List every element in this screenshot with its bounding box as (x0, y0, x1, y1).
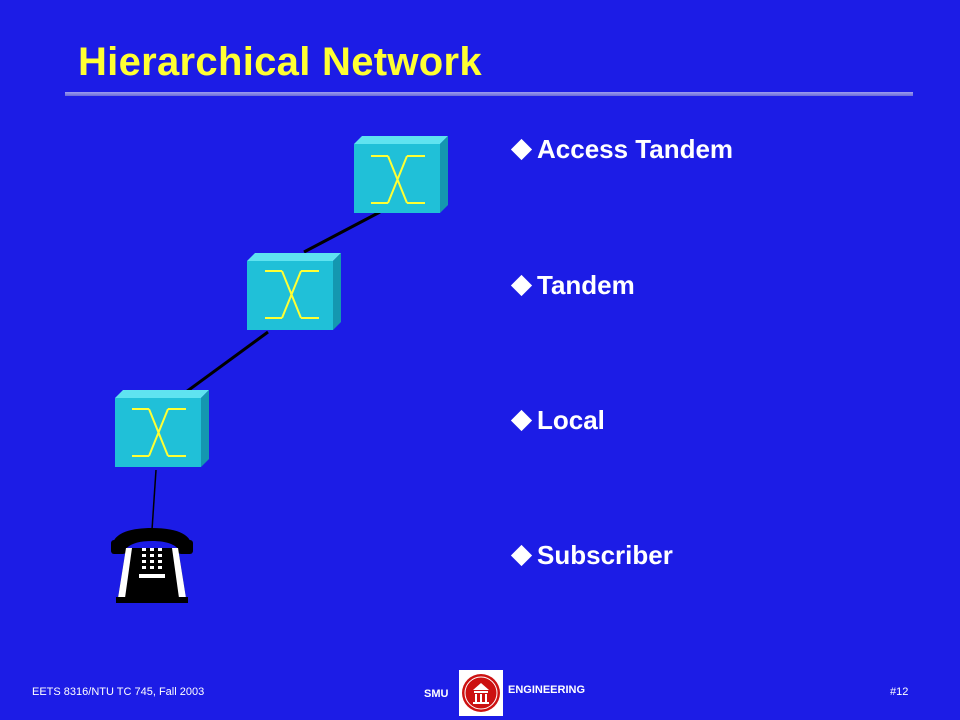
diamond-bullet-icon (510, 275, 533, 297)
bullet-local: Local (509, 405, 605, 436)
telephone-icon (111, 528, 193, 603)
diamond-bullet-icon (510, 545, 533, 567)
link-tandem-to-local (185, 330, 269, 394)
bullet-label: Access Tandem (537, 134, 734, 164)
bullet-access-tandem: Access Tandem (509, 134, 733, 165)
smu-logo (459, 670, 503, 716)
bullet-label: Tandem (537, 270, 635, 300)
bullet-subscriber: Subscriber (509, 540, 673, 571)
footer-engineering-label: ENGINEERING (508, 684, 586, 696)
tandem-switch-icon (247, 253, 341, 330)
bullet-tandem: Tandem (509, 270, 635, 301)
bullet-label: Subscriber (537, 540, 673, 570)
footer-course: EETS 8316/NTU TC 745, Fall 2003 (32, 686, 205, 698)
local-switch-icon (115, 390, 209, 467)
diamond-bullet-icon (510, 410, 533, 432)
slide-number: #12 (890, 686, 909, 698)
slide-title: Hierarchical Network (78, 40, 482, 84)
title-divider (65, 92, 913, 96)
diamond-bullet-icon (510, 139, 533, 161)
link-local-to-subscriber (151, 469, 157, 531)
access-tandem-switch-icon (354, 136, 448, 213)
bullet-label: Local (537, 405, 605, 435)
footer-smu-label: SMU (424, 688, 449, 700)
link-access-tandem-to-tandem (303, 210, 381, 254)
